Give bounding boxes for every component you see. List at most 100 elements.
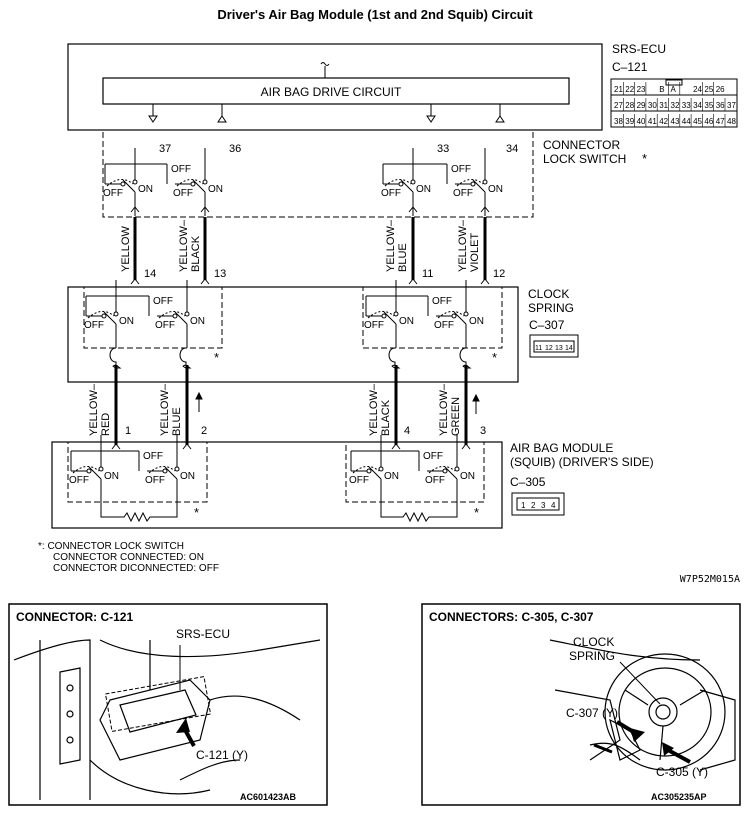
panel-left-title: CONNECTOR: C-121 xyxy=(16,610,133,624)
connector-c121-panel: CONNECTOR: C-121 SRS-ECU C-121 (Y) AC601… xyxy=(8,603,328,806)
pin-12: 12 xyxy=(493,268,505,280)
c307-pointer-arrow xyxy=(615,720,645,742)
airbag-star-right: * xyxy=(474,505,479,520)
ecu-pin-cell: 41 xyxy=(648,117,657,126)
pin-3: 3 xyxy=(480,425,486,437)
ecu-pin-cell: 22 xyxy=(625,85,634,94)
panel-right-c305-label: C-305 (Y) xyxy=(656,765,708,779)
pin-2: 2 xyxy=(201,425,207,437)
panel-right-c307-label: C-307 (Y) xyxy=(566,706,618,720)
pin-1: 1 xyxy=(125,425,131,437)
squib-resistors xyxy=(100,502,458,523)
switch-off-label-upper: OFF xyxy=(171,164,191,175)
switch-on-label: ON xyxy=(180,471,195,482)
ecu-pin-numbers: 37 36 33 34 xyxy=(159,143,518,155)
ecu-pin-cell: 33 xyxy=(682,101,691,110)
upper-wire-colors: YELLOW YELLOW– BLACK YELLOW– BLUE YELLOW… xyxy=(120,219,481,272)
svg-text:11: 11 xyxy=(535,345,542,352)
ecu-pin-cell: 38 xyxy=(614,117,623,126)
switch-off-label: OFF xyxy=(381,188,401,199)
note-2: CONNECTOR CONNECTED: ON xyxy=(53,552,204,563)
ecu-pin-cell: 21 xyxy=(614,85,623,94)
airbag-connector-id: C–305 xyxy=(510,475,546,489)
switch-off-label-upper: OFF xyxy=(451,164,471,175)
switch-off-label-upper: OFF xyxy=(143,451,163,462)
switch-on-label: ON xyxy=(399,316,414,327)
ecu-pin-cell: 36 xyxy=(716,101,725,110)
ecu-pin-cell: 28 xyxy=(625,101,634,110)
switch-off-label: OFF xyxy=(434,320,454,331)
airbag-switch-right xyxy=(345,441,485,503)
ecu-pin-cell: 40 xyxy=(637,117,646,126)
airbag-module-box xyxy=(51,441,503,529)
svg-text:1: 1 xyxy=(521,501,526,510)
pin-13: 13 xyxy=(214,268,226,280)
wire-color-4-b: BLACK xyxy=(380,399,392,436)
switch-off-label-upper: OFF xyxy=(423,451,443,462)
ecu-pin-cell: 34 xyxy=(693,101,702,110)
lock-switch-label-2: LOCK SWITCH xyxy=(543,152,626,166)
lock-switch-box xyxy=(102,129,534,218)
panel-right-title: CONNECTORS: C-305, C-307 xyxy=(429,610,594,624)
svg-text:13: 13 xyxy=(555,345,563,352)
svg-text:2: 2 xyxy=(531,501,536,510)
ecu-pin-cell: 48 xyxy=(727,117,736,126)
switch-on-label: ON xyxy=(488,184,503,195)
pin-36: 36 xyxy=(229,143,241,155)
lock-switch-label-1: CONNECTOR xyxy=(543,138,620,152)
panel-left-ecu-label: SRS-ECU xyxy=(176,627,230,641)
ecu-connector-pinout xyxy=(610,78,738,128)
clock-spring-switch-right xyxy=(362,286,503,349)
power-symbol xyxy=(320,62,330,66)
diagram-title: Driver's Air Bag Module (1st and 2nd Squ… xyxy=(217,7,533,22)
ecu-pin-cell: 43 xyxy=(671,117,680,126)
ecu-pin-cell: B xyxy=(659,85,664,94)
switch-on-label: ON xyxy=(190,316,205,327)
switch-on-label: ON xyxy=(469,316,484,327)
clock-spring-star-right: * xyxy=(492,350,497,365)
panel-right-clock-label-1: CLOCK xyxy=(573,635,614,649)
clock-spring-top-pins: 14 13 11 12 xyxy=(144,268,505,280)
switch-on-label: ON xyxy=(416,184,431,195)
ecu-pin-cell: 44 xyxy=(682,117,691,126)
lower-wire-colors: YELLOW– RED YELLOW– BLUE YELLOW– BLACK Y… xyxy=(88,383,462,436)
notes: *: CONNECTOR LOCK SWITCH CONNECTOR CONNE… xyxy=(38,541,219,574)
wire-color-36-a: YELLOW– xyxy=(178,219,190,272)
wire-color-1-b: RED xyxy=(100,413,112,436)
wire-color-2-a: YELLOW– xyxy=(159,383,171,436)
wire-color-3-a: YELLOW– xyxy=(438,383,450,436)
clock-spring-coils xyxy=(109,347,472,369)
c305-pointer-arrow xyxy=(662,742,691,764)
ecu-pin-cell: 31 xyxy=(659,101,668,110)
switch-off-label: OFF xyxy=(425,475,445,486)
note-3: CONNECTOR DICONNECTED: OFF xyxy=(53,563,219,574)
clock-spring-star-left: * xyxy=(214,350,219,365)
svg-text:3: 3 xyxy=(541,501,546,510)
airbag-pinout: 1 2 3 4 xyxy=(511,492,565,516)
wire-color-1-a: YELLOW– xyxy=(88,383,100,436)
airbag-star-left: * xyxy=(194,505,199,520)
pin-37: 37 xyxy=(159,143,171,155)
ecu-pin-cell: 39 xyxy=(625,117,634,126)
panel-left-code: AC601423AB xyxy=(240,792,297,802)
ecu-pin-cell: 25 xyxy=(704,85,713,94)
ecu-pin-cell: 26 xyxy=(716,85,725,94)
switch-on-label: ON xyxy=(104,471,119,482)
ecu-pin-cell: 35 xyxy=(704,101,713,110)
clock-spring-box xyxy=(67,286,519,383)
panel-right-clock-label-2: SPRING xyxy=(569,649,615,663)
ecu-pin-cell: 24 xyxy=(693,85,702,94)
switch-on-label: ON xyxy=(138,184,153,195)
upper-wire-terminals xyxy=(130,206,490,285)
svg-text:14: 14 xyxy=(565,345,573,352)
switch-off-label: OFF xyxy=(349,475,369,486)
ecu-pin-cell: 47 xyxy=(716,117,725,126)
current-arrows xyxy=(195,391,480,414)
clock-spring-label-2: SPRING xyxy=(528,301,574,315)
